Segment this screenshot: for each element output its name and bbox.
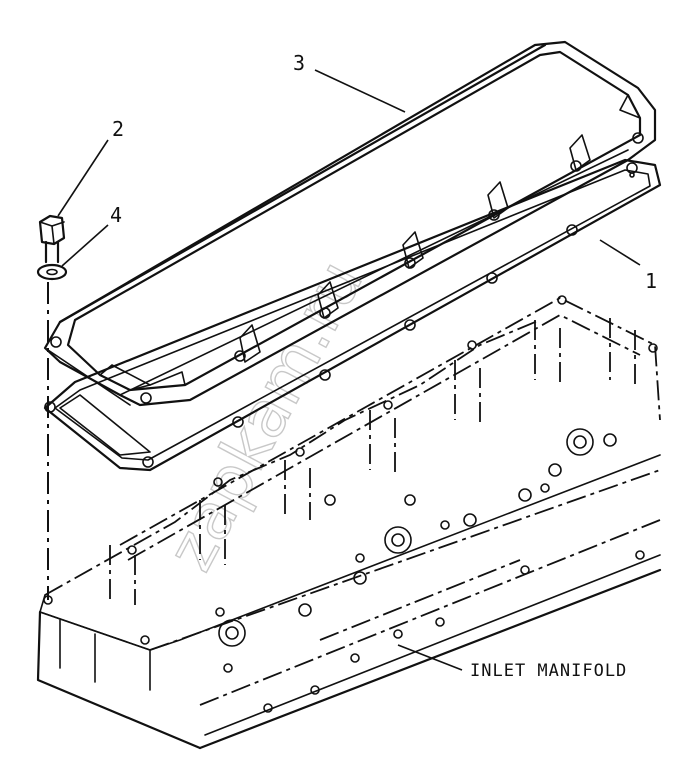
cylinder-head (36, 295, 662, 750)
callout-3: 3 (293, 51, 305, 75)
leader-1 (599, 239, 641, 266)
leader-3 (314, 69, 406, 113)
inlet-manifold-label: INLET MANIFOLD (470, 661, 627, 681)
gasket (43, 158, 662, 472)
callout-1: 1 (645, 269, 657, 293)
watermark: zapkam.ru (154, 249, 378, 582)
callout-2: 2 (112, 117, 124, 141)
leader-inlet-manifold (397, 644, 463, 671)
leader-2 (57, 139, 109, 217)
washer (36, 263, 68, 281)
leader-4 (61, 224, 109, 267)
bolt (38, 214, 66, 264)
valve-cover (43, 40, 657, 407)
callout-4: 4 (110, 203, 122, 227)
